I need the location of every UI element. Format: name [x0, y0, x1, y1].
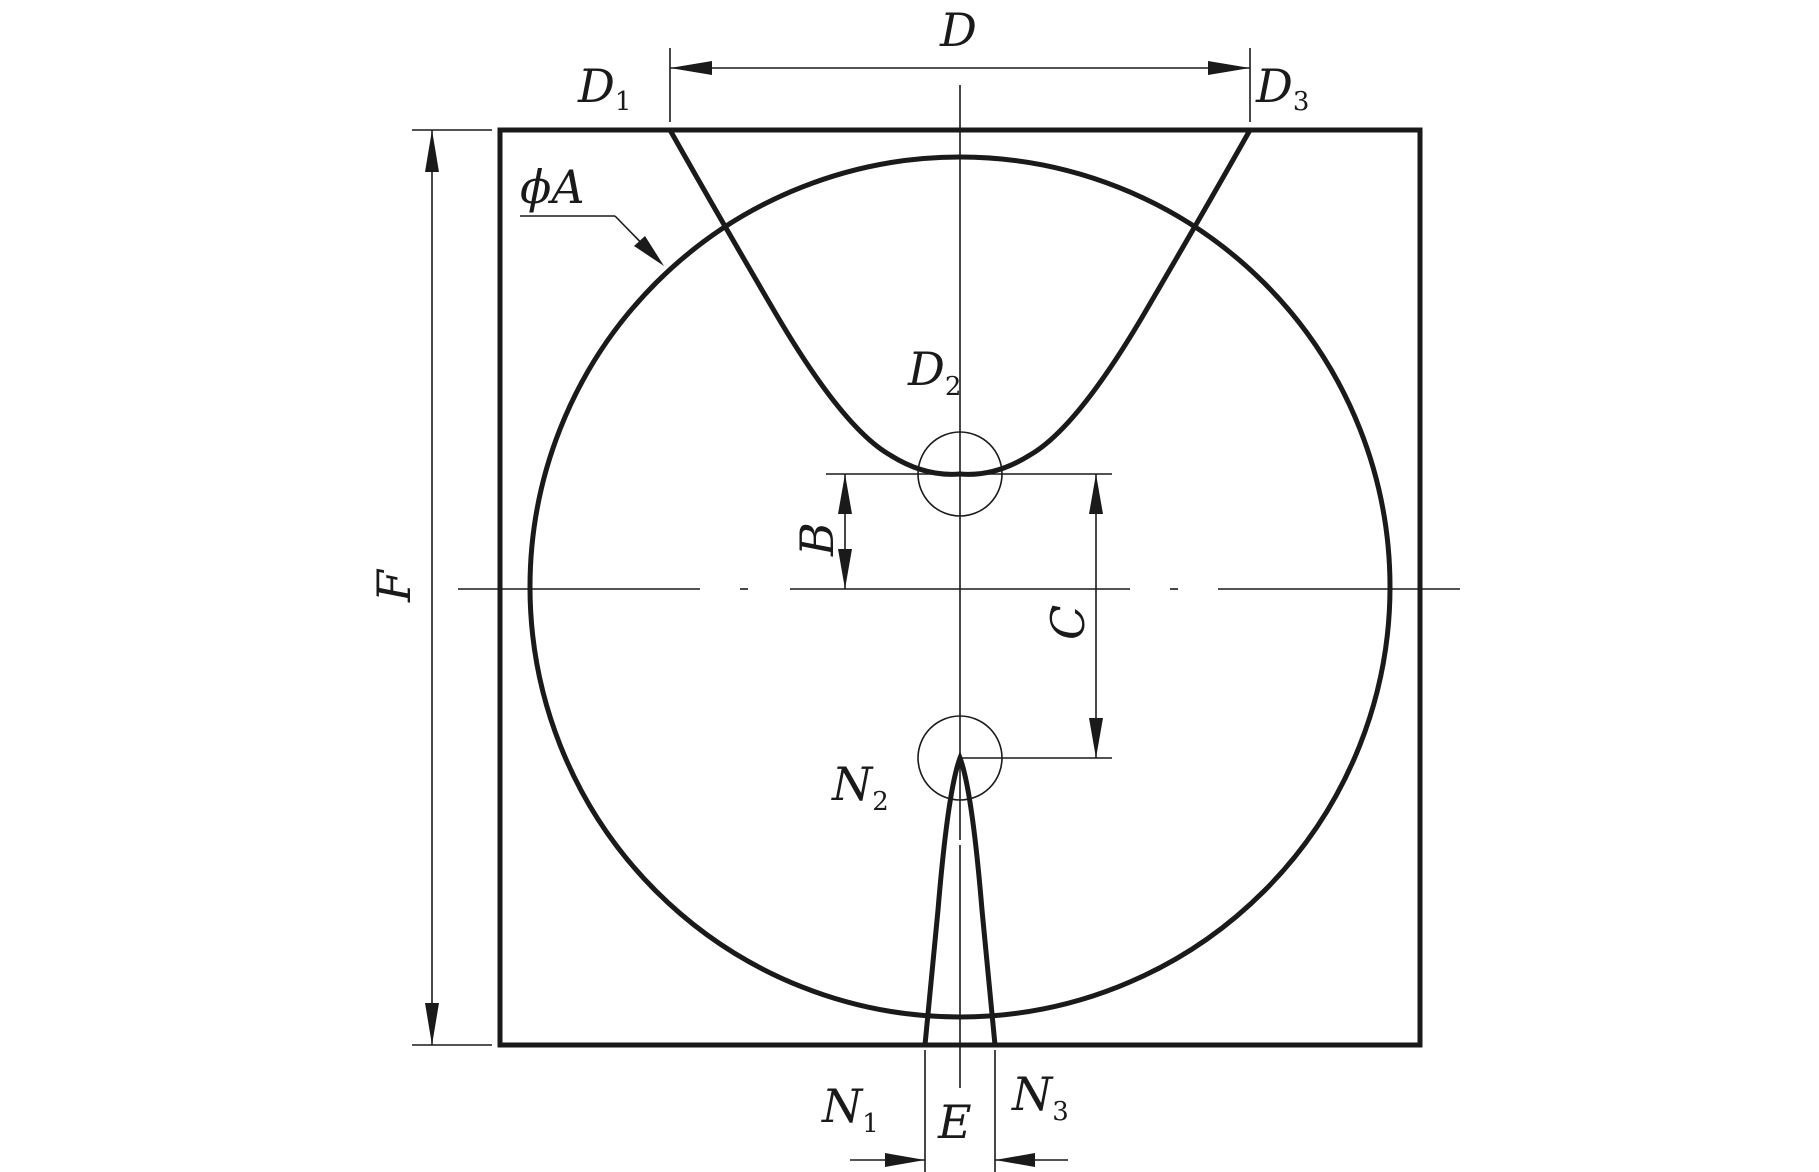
f-arrow-bottom	[425, 1003, 439, 1045]
d-arrow-right	[1208, 61, 1250, 75]
label-phi-a: ϕA	[520, 160, 585, 214]
label-n1: N1	[821, 1079, 879, 1139]
label-d3: D3	[1255, 59, 1309, 117]
label-d: D	[939, 3, 977, 57]
c-arrow-top	[1089, 474, 1103, 514]
c-arrow-bottom	[1089, 718, 1103, 758]
label-n2: N2	[831, 757, 889, 817]
label-e: E	[937, 1095, 972, 1149]
d-arrow-left	[670, 61, 712, 75]
e-arrow-right	[995, 1153, 1035, 1167]
label-b: B	[790, 522, 844, 557]
e-arrow-left	[885, 1153, 925, 1167]
b-arrow-bottom	[838, 549, 852, 589]
label-f: F	[367, 568, 421, 603]
label-n3: N3	[1011, 1067, 1069, 1127]
b-arrow-top	[838, 474, 852, 514]
f-arrow-top	[425, 130, 439, 172]
label-c: C	[1041, 605, 1095, 640]
phi-a-arrow	[634, 236, 664, 266]
label-d1: D1	[577, 59, 631, 117]
label-d2: D2	[907, 342, 961, 402]
